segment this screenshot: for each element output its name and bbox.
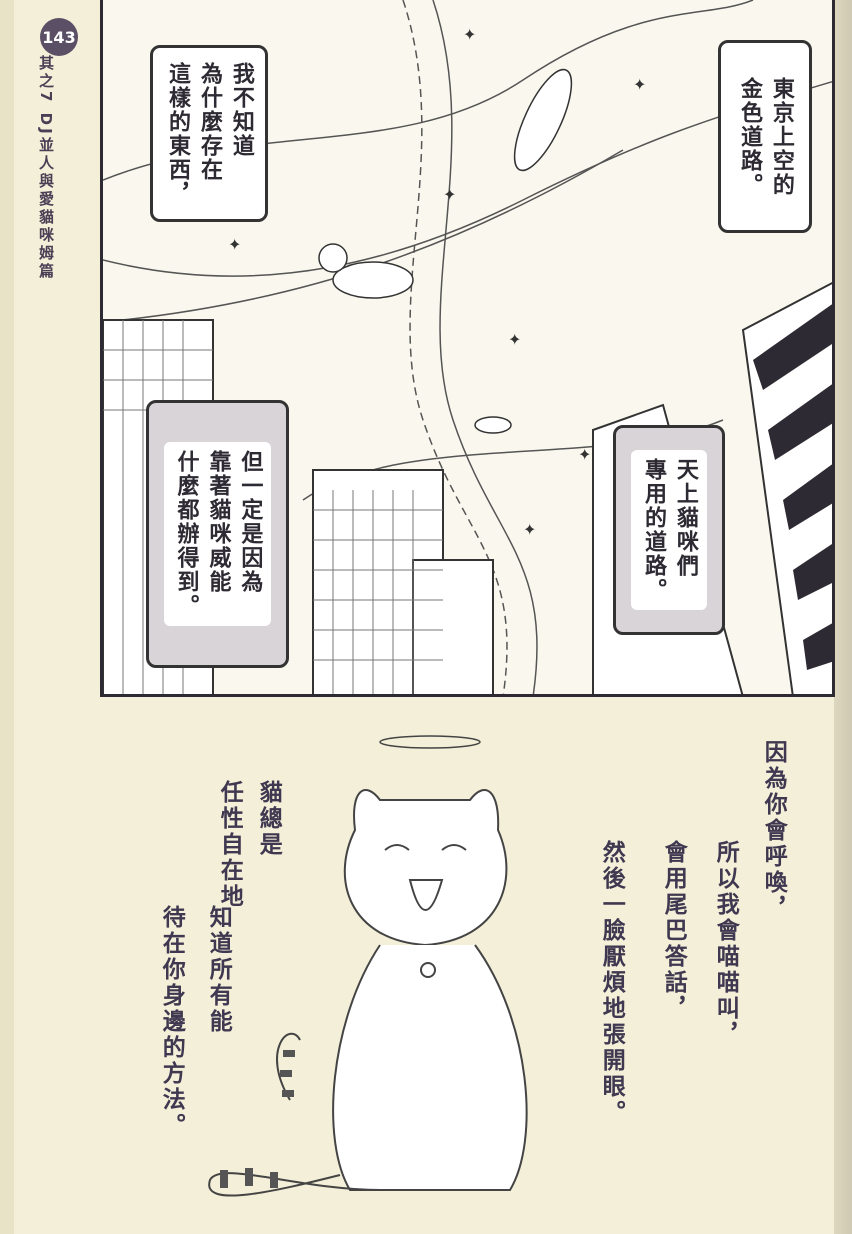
manga-panel-sky-road: ✦ ✦ ✦ ✦ ✦ ✦ ✦ 我不知道為什麼存在這樣的東西， 東京上空的金色道路。 但一定是… (100, 0, 835, 697)
bubble-line: 東京上空的 (768, 76, 794, 197)
narration-line: 會用尾巴答話， (660, 840, 687, 1022)
svg-text:✦: ✦ (633, 75, 646, 94)
narration-line: 然後一臉厭煩地張開眼。 (598, 840, 625, 1126)
svg-text:✦: ✦ (443, 185, 456, 204)
bubble-line: 我不知道 (228, 61, 254, 158)
speech-bubble-mid-left: 但一定是因為靠著貓咪威能什麼都辦得到。 (146, 400, 289, 668)
narration-line: 所以我會喵喵叫， (712, 840, 739, 1048)
bubble-line: 靠著貓咪威能 (205, 450, 231, 594)
bubble-line: 但一定是因為 (237, 450, 263, 594)
narration-line: 任性自在地 (216, 780, 243, 910)
speech-bubble-mid-right: 天上貓咪們專用的道路。 (613, 425, 725, 635)
svg-text:✦: ✦ (523, 520, 536, 539)
narration-line: 因為你會呼喚， (760, 740, 787, 922)
narration-line: 貓總是 (255, 780, 282, 858)
bubble-line: 什麼都辦得到。 (173, 450, 199, 618)
page-number: 143 (40, 18, 78, 56)
svg-text:✦: ✦ (228, 235, 241, 254)
page-gutter (0, 0, 14, 1234)
speech-bubble-top-right: 東京上空的金色道路。 (718, 40, 812, 233)
bubble-line: 這樣的東西， (165, 61, 191, 206)
cat-illustrations (318, 68, 573, 434)
chapter-header: 其之7 DJ並人與愛貓咪姆篇 (37, 55, 55, 281)
svg-text:✦: ✦ (508, 330, 521, 349)
speech-bubble-top-left: 我不知道為什麼存在這樣的東西， (150, 45, 268, 222)
smiling-cat-illustration (208, 735, 528, 1197)
bubble-line: 專用的道路。 (641, 458, 666, 602)
svg-text:✦: ✦ (578, 445, 591, 464)
bubble-line: 金色道路。 (737, 76, 762, 197)
page-edge (834, 0, 852, 1234)
bubble-line: 天上貓咪們 (672, 458, 698, 578)
svg-text:✦: ✦ (463, 25, 476, 44)
narration-line: 待在你身邊的方法。 (158, 905, 185, 1139)
narration-line: 知道所有能 (205, 905, 232, 1035)
bubble-line: 為什麼存在 (196, 61, 222, 182)
